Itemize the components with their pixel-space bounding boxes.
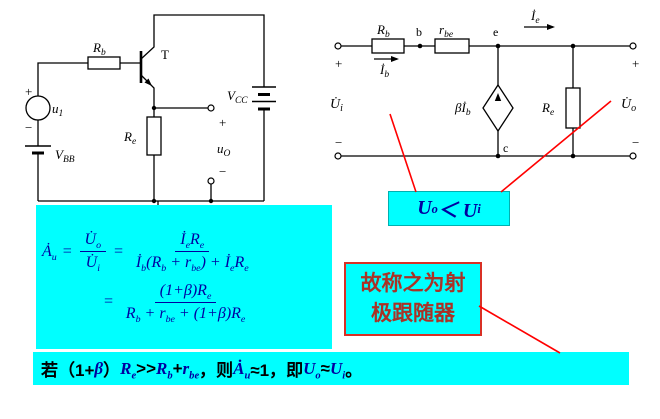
label-node-b: b: [416, 25, 422, 39]
ib-arrow-icon: [391, 56, 399, 62]
gain-formula-box: Ȧu = U̇o U̇i = İeRe İb(Rb + rbe) + İeRe …: [36, 205, 332, 349]
fraction-uo-ui: U̇o U̇i: [79, 231, 107, 275]
callout-line-to-conclusion: [478, 305, 561, 354]
source-plus-sign: +: [25, 84, 32, 99]
numerator: U̇o: [79, 231, 107, 253]
circuit-wires: [37, 14, 265, 202]
follower-text-line1: 故称之为射: [360, 271, 466, 295]
emitter-follower-name-box: 故称之为射 极跟随器: [344, 262, 482, 336]
resistor-rbe: [434, 38, 470, 54]
denominator: İb(Rb + rbe) + İeRe: [135, 254, 249, 275]
numerator: (1+β)Re: [154, 282, 217, 303]
denominator: U̇i: [85, 254, 100, 275]
label-rbe: rbe: [439, 22, 453, 40]
amplifier-circuit-diagram: Rb T + u1 − VBB Re VCC + uO −: [25, 14, 276, 216]
equals-sign: =: [103, 293, 114, 311]
output-terminal-bottom: [207, 177, 215, 185]
source-minus-sign: −: [25, 120, 32, 135]
controlled-current-source-symbol: [482, 83, 514, 133]
follower-text-line2: 极跟随器: [371, 302, 455, 325]
arrowheads: [391, 24, 555, 101]
right-minus-sign: −: [632, 135, 639, 150]
right-plus-sign: +: [632, 56, 639, 71]
output-minus-sign: −: [219, 164, 226, 179]
label-ib: İb: [379, 62, 389, 80]
label-node-c: c: [503, 141, 508, 155]
label-vcc: VCC: [227, 88, 248, 106]
signal-source-symbol: [25, 95, 51, 121]
formula-line-2: = (1+β)Re Rb + rbe + (1+β)Re: [98, 282, 326, 326]
equals-sign: =: [61, 242, 73, 260]
label-re: Re: [123, 129, 136, 147]
formula-line-1: Ȧu = U̇o U̇i = İeRe İb(Rb + rbe) + İeRe: [42, 231, 326, 275]
label-beta-ib: βİb: [454, 100, 471, 118]
battery-vbb-symbol: [25, 145, 51, 155]
resistor-rb: [371, 38, 405, 54]
label-ui: U̇i: [330, 96, 343, 114]
label-vbb: VBB: [55, 147, 75, 165]
battery-vcc-symbol: [252, 86, 276, 111]
label-re: Re: [541, 100, 554, 118]
output-plus-sign: +: [219, 115, 226, 130]
label-rb: Rb: [92, 40, 106, 58]
equivalent-circuit-diagram: Rb b rbe e İe İb βİb Re c U̇i U̇o + − + …: [330, 8, 639, 160]
label-uo: U̇o: [621, 96, 636, 114]
conclusion-strip: 若（1+β）Re >> Rb + rbe，则 Ȧu ≈1，即 Uo ≈ Ui 。: [33, 352, 629, 385]
resistor-re: [565, 87, 581, 129]
fraction-beta-re: (1+β)Re Rb + rbe + (1+β)Re: [121, 282, 251, 326]
label-u1: u1: [52, 101, 63, 119]
denominator: Rb + rbe + (1+β)Re: [125, 304, 246, 326]
equals-sign: =: [113, 242, 124, 260]
numerator: İeRe: [175, 231, 210, 253]
output-terminal-top: [207, 104, 215, 112]
port-terminals: [334, 42, 637, 160]
left-plus-sign: +: [335, 56, 342, 71]
fraction-ie-re: İeRe İb(Rb + rbe) + İeRe: [131, 231, 254, 275]
junction-dots: [151, 105, 214, 204]
label-ie: İe: [530, 8, 540, 26]
resistor-re: [146, 116, 162, 156]
label-transistor: T: [161, 47, 169, 62]
label-uo: uO: [217, 141, 231, 159]
emitter-arrow-icon: [144, 78, 152, 86]
source-arrow-icon: [494, 93, 502, 101]
label-node-e: e: [493, 25, 498, 39]
left-minus-sign: −: [335, 135, 342, 150]
ie-arrow-icon: [547, 24, 555, 30]
label-rb: Rb: [376, 22, 390, 40]
resistor-rb: [87, 56, 121, 70]
formula-lhs: Ȧu: [42, 242, 57, 263]
